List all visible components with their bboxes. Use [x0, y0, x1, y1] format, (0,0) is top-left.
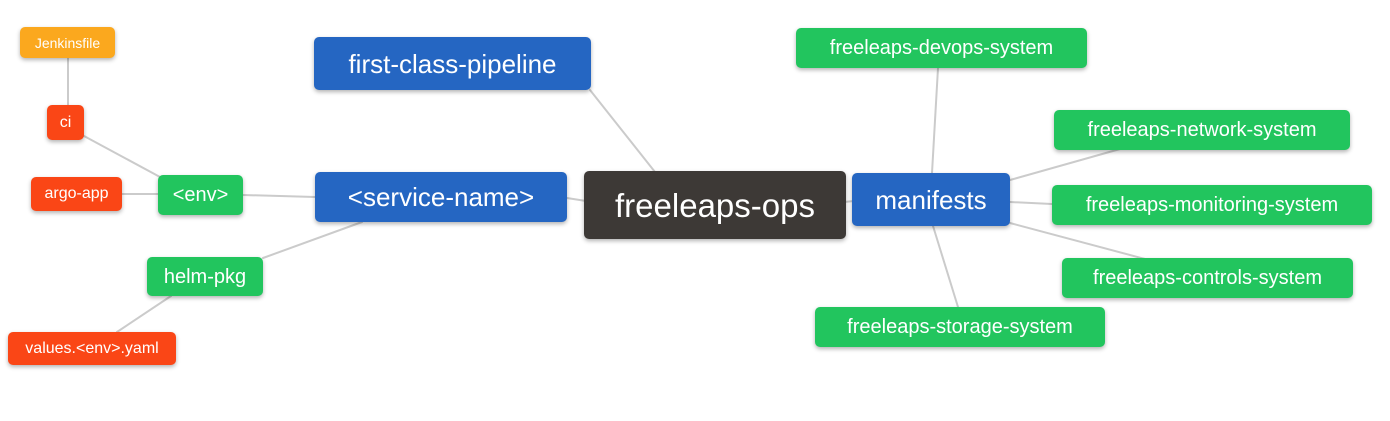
node-freeleaps-ops[interactable]: freeleaps-ops [584, 171, 846, 239]
node-freeleaps-controls-system[interactable]: freeleaps-controls-system [1062, 258, 1353, 298]
edge-manifests-to-freeleaps-storage-system [932, 225, 959, 308]
edge-service-name-to-freeleaps-ops [566, 197, 587, 202]
node-jenkinsfile[interactable]: Jenkinsfile [20, 27, 115, 58]
node-freeleaps-monitoring-system[interactable]: freeleaps-monitoring-system [1052, 185, 1372, 225]
edge-manifests-to-freeleaps-controls-system [1009, 222, 1146, 260]
node-freeleaps-storage-system[interactable]: freeleaps-storage-system [815, 307, 1105, 347]
node-manifests[interactable]: manifests [852, 173, 1010, 226]
edge-env-to-service-name [242, 194, 316, 198]
node-ci[interactable]: ci [47, 105, 84, 140]
node-env[interactable]: <env> [158, 175, 243, 215]
node-argo-app[interactable]: argo-app [31, 177, 122, 211]
node-values-env-yaml[interactable]: values.<env>.yaml [8, 332, 176, 365]
edge-first-class-pipeline-to-freeleaps-ops [589, 89, 656, 173]
edge-manifests-to-freeleaps-network-system [1009, 148, 1121, 181]
edge-helm-pkg-to-service-name [262, 221, 363, 259]
edge-manifests-to-freeleaps-devops-system [931, 67, 939, 174]
node-freeleaps-network-system[interactable]: freeleaps-network-system [1054, 110, 1350, 150]
node-first-class-pipeline[interactable]: first-class-pipeline [314, 37, 591, 90]
edge-values-env-yaml-to-helm-pkg [116, 295, 172, 333]
node-freeleaps-devops-system[interactable]: freeleaps-devops-system [796, 28, 1087, 68]
edge-ci-to-env [83, 135, 161, 178]
node-service-name[interactable]: <service-name> [315, 172, 567, 222]
edge-manifests-to-freeleaps-monitoring-system [1009, 201, 1053, 205]
node-helm-pkg[interactable]: helm-pkg [147, 257, 263, 296]
